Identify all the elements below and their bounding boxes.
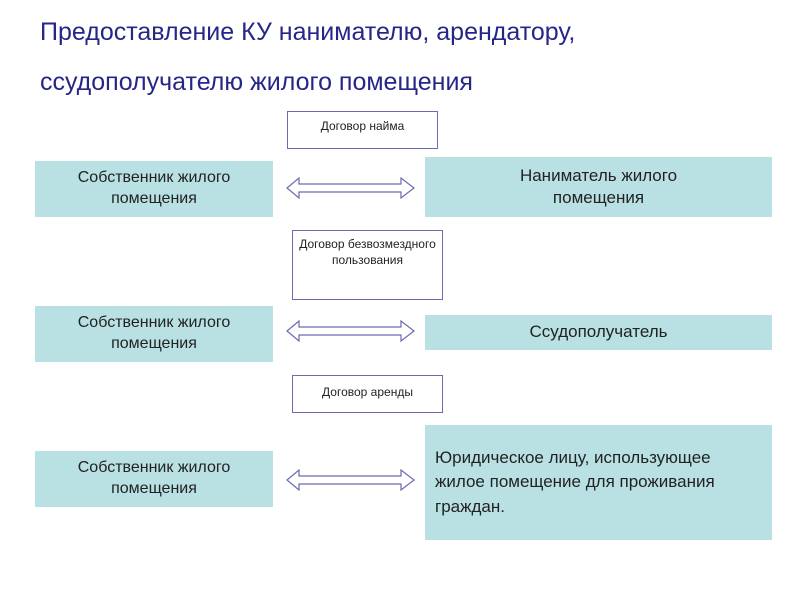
tenant-box: Наниматель жилого помещения [425,157,772,217]
contract-callout-lease: Договор найма [287,111,438,149]
double-arrow-icon [286,320,415,342]
borrower-box: Ссудополучатель [425,315,772,350]
owner-box-3: Собственник жилого помещения [35,451,273,507]
contract-callout-rent: Договор аренды [292,375,443,413]
contract-callout-free-use: Договор безвозмездного пользования [292,230,443,300]
slide-title-line1: Предоставление КУ нанимателю, арендатору… [40,18,576,46]
legal-entity-box: Юридическое лицу, использующее жилое пом… [425,425,772,540]
double-arrow-icon [286,177,415,199]
double-arrow-icon [286,469,415,491]
slide-title-line2: ссудополучателю жилого помещения [40,68,473,96]
owner-box-2: Собственник жилого помещения [35,306,273,362]
owner-box-1: Собственник жилого помещения [35,161,273,217]
